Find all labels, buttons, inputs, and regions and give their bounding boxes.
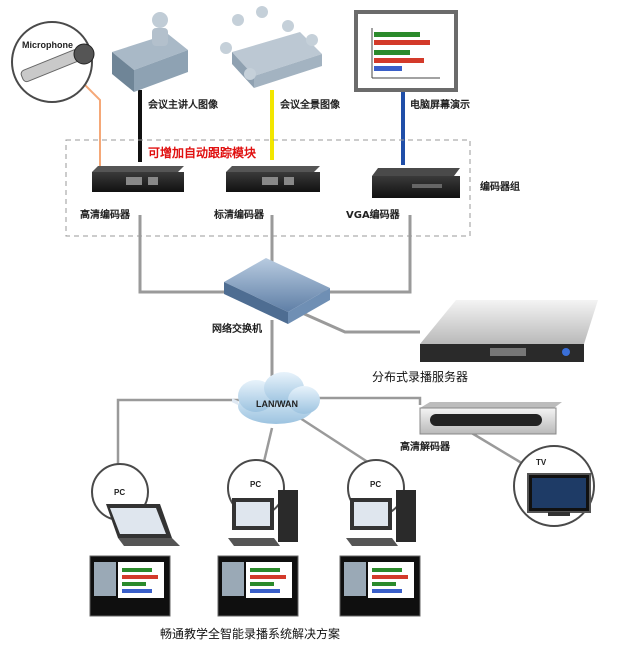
tv-icon: [513, 445, 595, 527]
panorama-image-label: 会议全景图像: [280, 100, 340, 111]
hd-decoder-label: 高清解码器: [400, 442, 450, 453]
recording-server-label: 分布式录播服务器: [372, 370, 469, 384]
pc-laptop-icon: [91, 463, 180, 546]
hd-encoder-icon: [92, 166, 184, 192]
tracking-module-note: 可增加自动跟踪模块: [148, 146, 257, 160]
tv-label: TV: [536, 458, 547, 467]
pc-label: PC: [250, 480, 262, 489]
recording-server-icon: [420, 300, 598, 362]
hd-decoder-icon: [419, 402, 562, 435]
sd-encoder-icon: [226, 166, 320, 192]
pc-label: PC: [370, 480, 382, 489]
network-switch-icon: [224, 258, 330, 405]
network-switch-label: 网络交换机: [212, 324, 262, 335]
microphone-label: Microphone: [22, 40, 73, 50]
decoder-tv-link: [469, 430, 531, 470]
vga-encoder-link: [320, 215, 412, 294]
speaker-podium-icon: [112, 12, 188, 92]
lan-wan-label: LAN/WAN: [256, 399, 298, 409]
pc-label: PC: [114, 488, 126, 497]
hd-encoder-label: 高清编码器: [80, 210, 130, 221]
connection-lines: [63, 63, 531, 472]
presentation-screen-icon: [354, 10, 458, 92]
lan-decoder-link: [310, 396, 422, 405]
client-screenshot: [217, 555, 299, 617]
speaker-image-label: 会议主讲人图像: [148, 100, 218, 111]
lan-wan-cloud-icon: [238, 372, 320, 424]
encoder-group-box: [65, 139, 471, 237]
sd-encoder-label: 标清编码器: [214, 210, 264, 221]
diagram-caption: 畅通教学全智能录播系统解决方案: [160, 627, 341, 641]
client-screenshot: [339, 555, 421, 617]
pc-desktop-icon: [227, 459, 298, 546]
conference-table-icon: [220, 6, 322, 88]
vga-encoder-icon: [372, 168, 460, 198]
microphone-icon: [11, 21, 95, 103]
client-screenshot: [89, 555, 171, 617]
server-link: [299, 310, 420, 334]
screen-demo-label: 电脑屏幕演示: [410, 100, 470, 111]
lan-pc1-link: [116, 398, 248, 468]
hd-encoder-link: [138, 215, 232, 294]
encoder-group-label: 编码器组: [480, 182, 520, 193]
vga-encoder-label: VGA编码器: [346, 210, 400, 221]
pc-desktop-icon: [346, 459, 416, 546]
